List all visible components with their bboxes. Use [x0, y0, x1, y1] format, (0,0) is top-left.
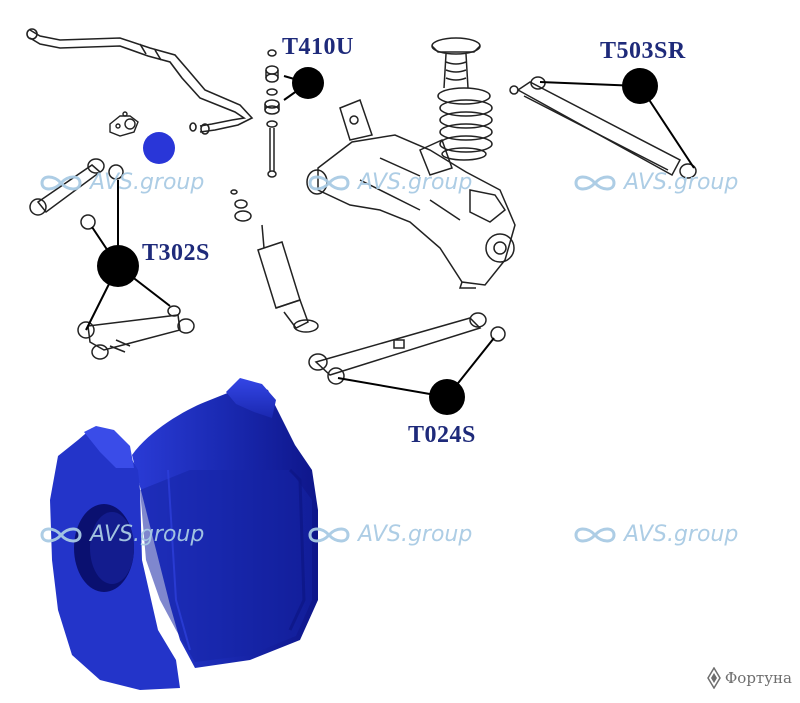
- stabilizer-bar: [26, 28, 254, 135]
- leader-lines: [85, 75, 695, 398]
- marker-t410u: [292, 67, 324, 99]
- watermark: AVS.group: [304, 170, 472, 195]
- marker-t302s: [97, 245, 139, 287]
- stabilizer-link: [264, 49, 280, 178]
- watermark: AVS.group: [304, 522, 472, 547]
- label-t024s: T024S: [408, 422, 476, 448]
- marker-highlight: [143, 132, 175, 164]
- infinity-icon: [308, 175, 350, 190]
- axle-housing: [306, 99, 516, 289]
- lower-arm: [77, 305, 195, 360]
- label-t410u: T410U: [282, 34, 354, 60]
- marker-t024s: [429, 379, 465, 415]
- watermark-text: AVS.group: [358, 170, 473, 195]
- watermark: AVS.group: [36, 522, 204, 547]
- infinity-icon: [308, 527, 350, 542]
- infinity-icon: [574, 175, 616, 190]
- watermark-text: AVS.group: [624, 522, 739, 547]
- infinity-icon: [40, 175, 82, 190]
- watermark-text: AVS.group: [90, 170, 205, 195]
- brand-text: Фортуна: [724, 669, 792, 687]
- stabilizer-bracket: [109, 111, 139, 137]
- watermark-text: AVS.group: [90, 522, 205, 547]
- watermark-text: AVS.group: [624, 170, 739, 195]
- brand-logo: Фортуна: [706, 667, 792, 689]
- stabilizer-bushing-photo: [50, 378, 318, 690]
- callout-markers: [97, 67, 658, 415]
- watermark: AVS.group: [570, 170, 738, 195]
- label-t503sr: T503SR: [600, 38, 686, 64]
- rhombus-logo-icon: [706, 667, 721, 689]
- coil-spring: [431, 37, 493, 161]
- infinity-icon: [40, 527, 82, 542]
- watermark: AVS.group: [36, 170, 204, 195]
- watermark: AVS.group: [570, 522, 738, 547]
- infinity-icon: [574, 527, 616, 542]
- marker-t503sr: [622, 68, 658, 104]
- shock-absorber: [230, 189, 319, 333]
- lateral-rod: [308, 312, 506, 385]
- watermark-text: AVS.group: [358, 522, 473, 547]
- label-t302s: T302S: [142, 240, 210, 266]
- rear-upper-arm: [509, 76, 697, 179]
